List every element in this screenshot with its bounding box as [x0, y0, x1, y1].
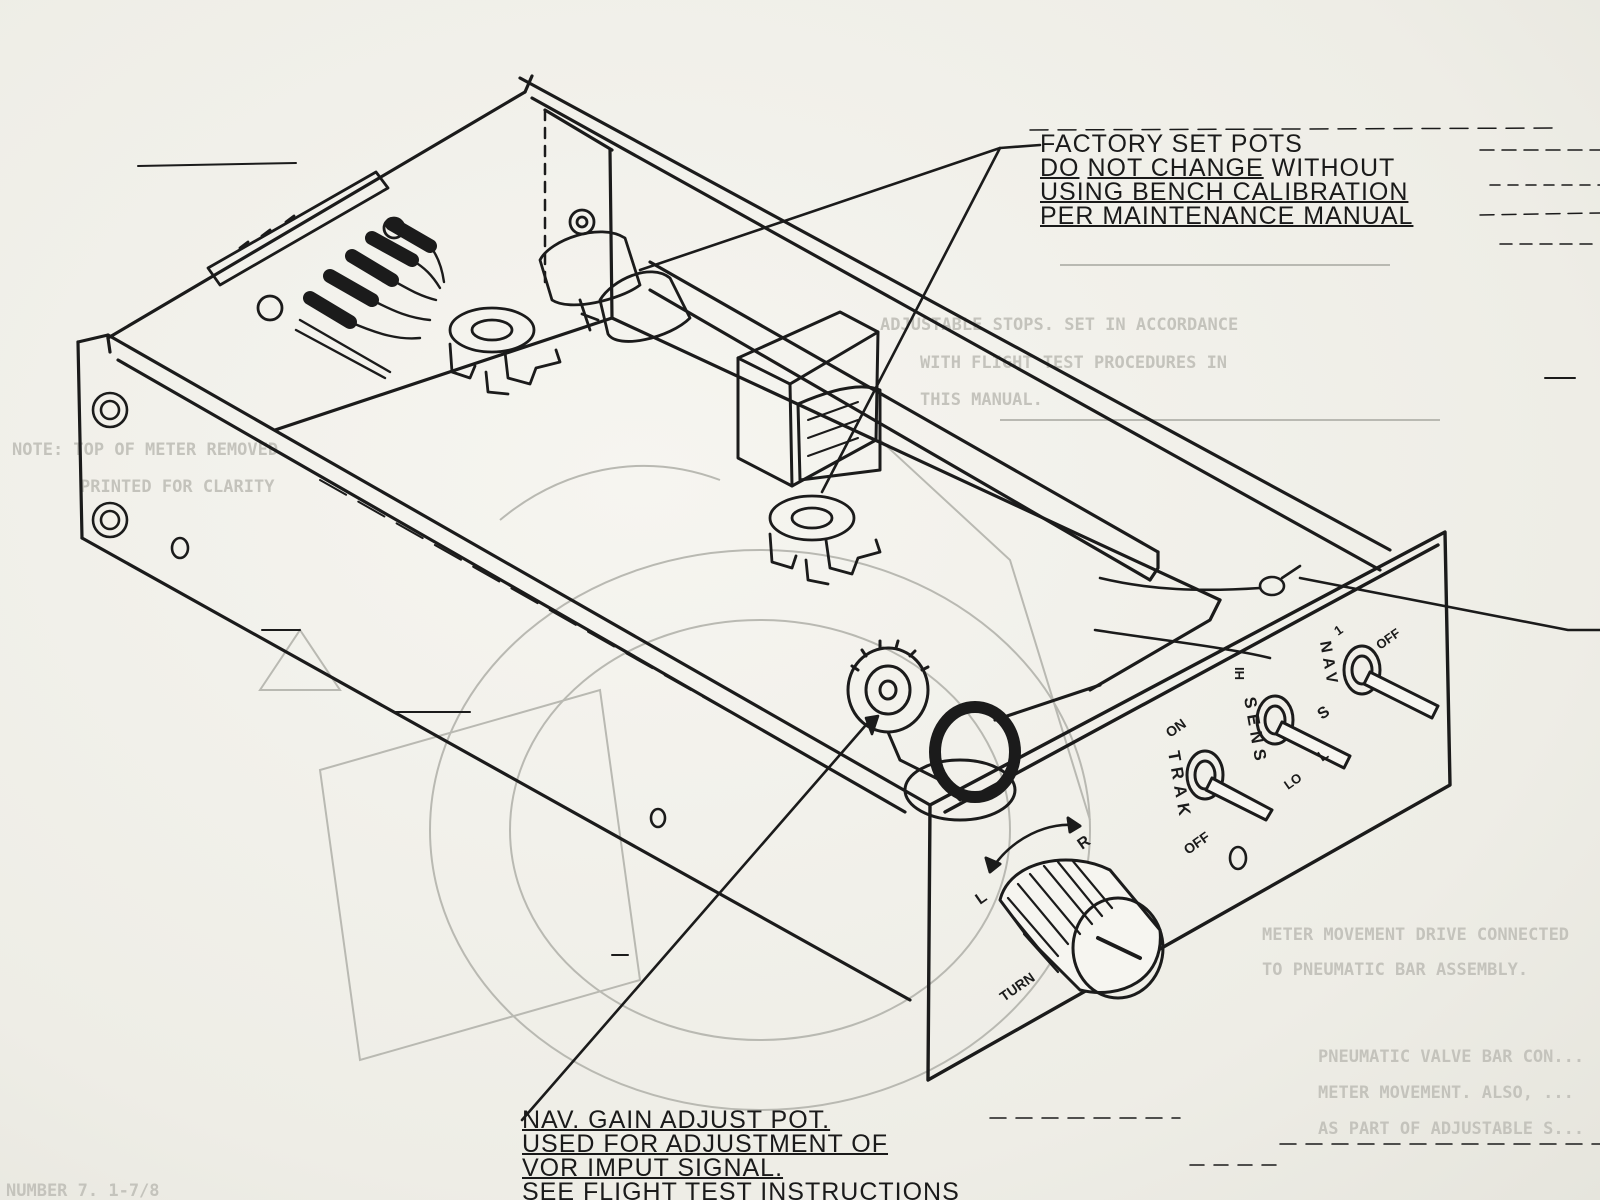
factory-line-1: FACTORY SET POTS — [1040, 130, 1303, 158]
transformer — [736, 310, 882, 488]
label-knob-l: L — [973, 889, 991, 909]
bleed-text-d3: AS PART OF ADJUSTABLE S... — [1318, 1119, 1584, 1139]
callout-nav-gain-pot: NAV. GAIN ADJUST POT. USED FOR ADJUSTMEN… — [522, 1108, 960, 1200]
nav-line-3: VOR IMPUT SIGNAL. — [522, 1154, 784, 1182]
callout-leaders — [520, 143, 1600, 1122]
bleed-text-c2: TO PNEUMATIC BAR ASSEMBLY. — [1262, 960, 1528, 980]
label-nav-num: 1 — [1331, 622, 1346, 638]
factory-pot-1 — [448, 306, 562, 396]
bleed-text-e1: NUMBER 7. 1-7/8 — [6, 1181, 160, 1200]
factory-line-3: USING BENCH CALIBRATION — [1040, 178, 1409, 206]
diode — [1093, 564, 1302, 660]
label-off: OFF — [1181, 828, 1213, 857]
nav-line-2: USED FOR ADJUSTMENT OF — [522, 1130, 889, 1158]
trak-toggle[interactable] — [1185, 749, 1274, 822]
bleed-text-d2: METER MOVEMENT. ALSO, ... — [1318, 1083, 1574, 1103]
label-on: ON — [1163, 715, 1189, 740]
label-knob-r: R — [1075, 832, 1095, 853]
bleed-text-a2: WITH FLIGHT TEST PROCEDURES IN — [920, 353, 1227, 373]
bleed-text-b1: NOTE: TOP OF METER REMOVED — [12, 440, 278, 460]
factory-line-2: DO NOT CHANGE WITHOUT — [1040, 154, 1413, 182]
label-sens: SENS — [1240, 695, 1271, 768]
label-lo: LO — [1281, 770, 1304, 793]
chassis-body — [76, 74, 1392, 1002]
nav-gain-pot — [846, 639, 1021, 822]
bleed-text-a1: ADJUSTABLE STOPS. SET IN ACCORDANCE — [880, 315, 1238, 335]
label-s: S — [1315, 703, 1334, 723]
bleed-text-b2: PRINTED FOR CLARITY — [80, 477, 275, 497]
bleed-text-c1: METER MOVEMENT DRIVE CONNECTED — [1262, 925, 1569, 945]
nav-line-4: SEE FLIGHT TEST INSTRUCTIONS — [522, 1178, 960, 1200]
bleed-through-drawing — [258, 264, 1440, 1111]
factory-without: WITHOUT — [1271, 154, 1396, 182]
capacitors — [538, 208, 692, 343]
label-hi: HI — [1232, 667, 1247, 680]
sens-toggle[interactable] — [1255, 694, 1352, 770]
wire-harness — [294, 217, 446, 380]
factory-not-change: NOT CHANGE — [1087, 154, 1264, 182]
left-panel-screws — [91, 391, 1248, 871]
nav-toggle[interactable] — [1342, 644, 1440, 720]
factory-do: DO — [1040, 154, 1080, 182]
label-off2: OFF — [1373, 625, 1403, 652]
bleed-text-a3: THIS MANUAL. — [920, 390, 1043, 410]
factory-line-4: PER MAINTENANCE MANUAL — [1040, 202, 1414, 230]
bleed-text-d1: PNEUMATIC VALVE BAR CON... — [1318, 1047, 1584, 1067]
callout-factory-set-pots: FACTORY SET POTS DO NOT CHANGE WITHOUT U… — [1040, 130, 1414, 230]
factory-pot-2 — [768, 494, 882, 586]
label-turn: TURN — [997, 969, 1038, 1004]
label-nav: NAV — [1316, 640, 1341, 690]
turn-knob[interactable] — [984, 816, 1165, 1000]
nav-line-1: NAV. GAIN ADJUST POT. — [522, 1106, 831, 1134]
